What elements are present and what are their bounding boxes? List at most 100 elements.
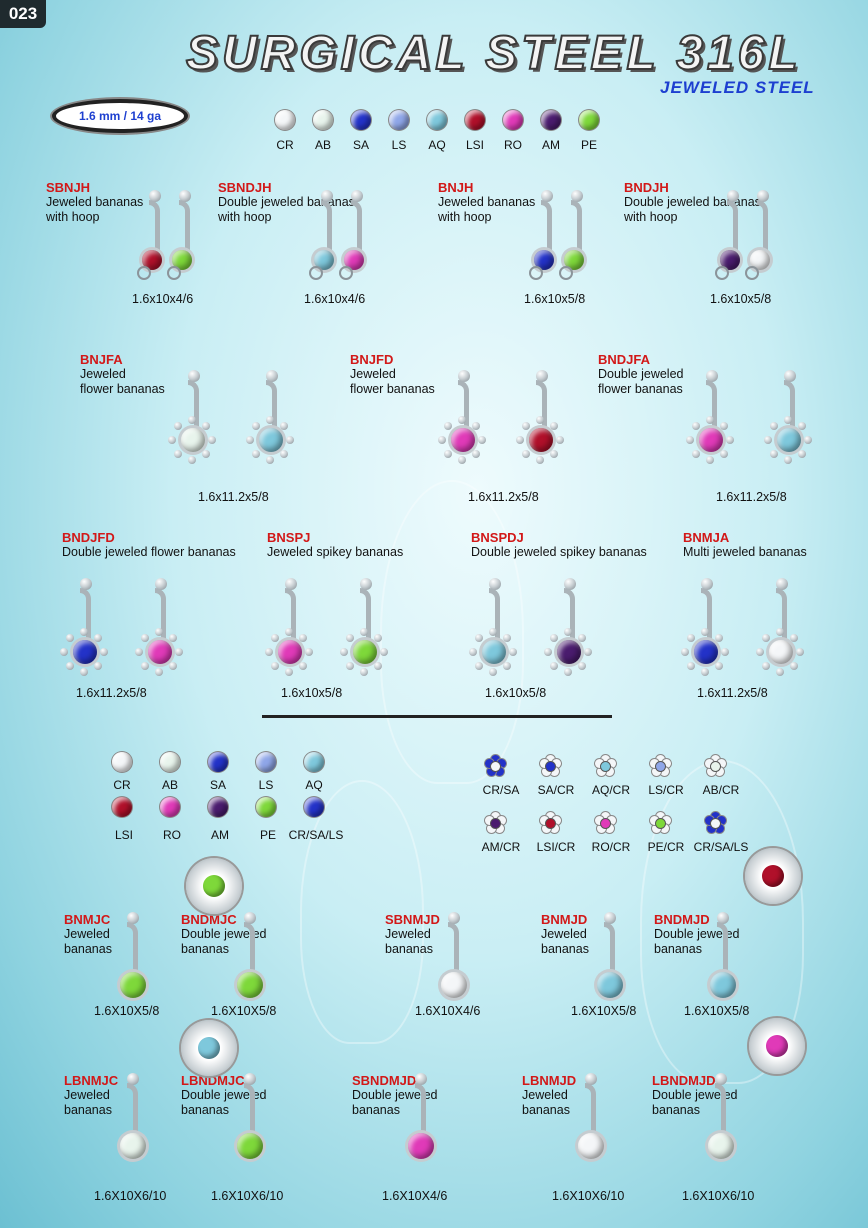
product-size: 1.6X10X6/10 — [682, 1189, 755, 1203]
gem-swatch — [112, 797, 132, 817]
flower-petal — [485, 759, 494, 768]
product-description: bananas — [181, 1103, 229, 1117]
flower-ball — [458, 456, 466, 464]
banana-bar — [604, 922, 615, 977]
flower-ball — [776, 628, 784, 636]
gem-code-label: PE — [259, 828, 276, 842]
top-ball — [458, 370, 470, 382]
hoop — [559, 266, 573, 280]
gem-code-label: LS — [391, 138, 407, 152]
banana-bar — [541, 200, 552, 255]
product-size: 1.6X10X5/8 — [94, 1004, 160, 1018]
flower-center — [601, 819, 610, 828]
product-code: BNDJH — [624, 180, 669, 195]
banana-bar — [415, 1083, 426, 1138]
flower-ball — [80, 628, 88, 636]
gem-swatch — [208, 752, 228, 772]
flower-swatch — [594, 812, 616, 834]
product-description: Double jeweled flower bananas — [62, 545, 236, 559]
gem-stone — [120, 972, 146, 998]
top-ball — [701, 578, 713, 590]
flower-petal — [597, 824, 606, 833]
gem-code-label: CR — [276, 138, 294, 152]
gem-stone — [237, 972, 263, 998]
hoop — [137, 266, 151, 280]
flower-ball — [188, 456, 196, 464]
product-size: 1.6x10x4/6 — [304, 292, 366, 306]
flower-ball — [135, 648, 143, 656]
flower-ball — [374, 633, 383, 642]
flower-ball — [686, 633, 695, 642]
top-ball — [448, 912, 460, 924]
gem-swatch — [160, 797, 180, 817]
flower-ball — [720, 450, 729, 459]
gem-swatch — [503, 110, 523, 130]
flower-ball — [715, 662, 724, 671]
banana-bar — [127, 1083, 138, 1138]
flower-ball — [188, 416, 196, 424]
flower-ball — [521, 450, 530, 459]
top-ball — [360, 578, 372, 590]
flower-code-label: AB/CR — [702, 783, 740, 797]
hoop — [529, 266, 543, 280]
flower-petal — [650, 759, 659, 768]
flower-ball — [286, 436, 294, 444]
flower-code-label: CR/SA/LS — [693, 840, 749, 854]
gem-stone — [564, 250, 584, 270]
flower-ball — [155, 668, 163, 676]
gem-code-label: LS — [258, 778, 274, 792]
flower-ball — [360, 628, 368, 636]
product-size: 1.6X10X4/6 — [415, 1004, 481, 1018]
flower-ball — [173, 421, 182, 430]
flower-ball — [285, 628, 293, 636]
gem-stone — [120, 1133, 146, 1159]
banana-bar — [155, 588, 166, 645]
flower-petal — [715, 824, 724, 833]
product-description: Double jeweled bananas — [218, 195, 355, 209]
gem-code-label: LSI — [465, 138, 484, 152]
top-ball — [127, 1073, 139, 1085]
gem-stone — [73, 640, 97, 664]
gem-code-label: AQ — [305, 778, 323, 792]
top-ball — [776, 578, 788, 590]
flower-ball — [489, 668, 497, 676]
product-size: 1.6X10X6/10 — [94, 1189, 167, 1203]
flower-ball — [474, 633, 483, 642]
flower-ball — [686, 662, 695, 671]
flower-ball — [340, 648, 348, 656]
flower-code-label: CR/SA — [482, 783, 520, 797]
product-description: bananas — [352, 1103, 400, 1117]
top-ball — [571, 190, 583, 202]
gem-stone — [353, 640, 377, 664]
gem-stone — [142, 250, 162, 270]
product-code: BNDMJD — [654, 912, 710, 927]
product-size: 1.6x10x5/8 — [485, 686, 547, 700]
flower-ball — [474, 662, 483, 671]
flower-ball — [701, 628, 709, 636]
flower-ball — [489, 628, 497, 636]
banana-bar — [458, 380, 469, 433]
gem-stone — [441, 972, 467, 998]
product-code: BNMJD — [541, 912, 588, 927]
gem-stone — [708, 1133, 734, 1159]
flower-ball — [584, 648, 592, 656]
flower-ball — [715, 633, 724, 642]
hoop — [309, 266, 323, 280]
flower-ball — [720, 421, 729, 430]
flower-center — [711, 819, 720, 828]
flower-petal — [485, 816, 494, 825]
banana-bar — [179, 200, 190, 255]
product-description: Jeweled spikey bananas — [267, 545, 404, 559]
gem-swatch — [579, 110, 599, 130]
bezel-closeup — [181, 1020, 237, 1076]
flower-ball — [360, 668, 368, 676]
product-size: 1.6x11.2x5/8 — [468, 490, 539, 504]
flower-ball — [509, 648, 517, 656]
gem-swatch — [351, 110, 371, 130]
top-ball — [536, 370, 548, 382]
banana-bar — [536, 380, 547, 433]
flower-ball — [804, 436, 812, 444]
product-code: BNDJFD — [62, 530, 115, 545]
